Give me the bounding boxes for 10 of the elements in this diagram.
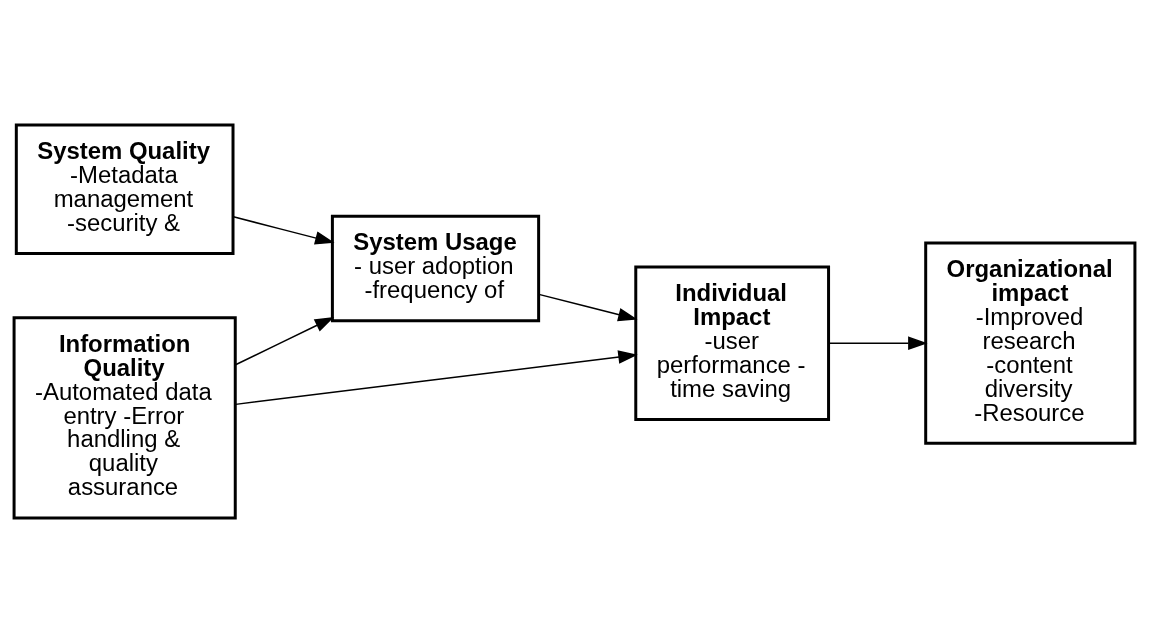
arrow bbox=[232, 215, 335, 245]
node-box: Information Quality -Automated data entry -Error handling & quality assurance bbox=[12, 315, 237, 519]
arrow bbox=[234, 316, 335, 366]
node-box: System Usage - user adoption -frequency of bbox=[330, 214, 541, 322]
arrow bbox=[827, 335, 928, 350]
node-box: Individual Impact -user performance - time saving bbox=[634, 264, 831, 421]
arrow bbox=[234, 349, 638, 405]
node-box: Organizational impact -Improved research -content diversity -Resource bbox=[924, 241, 1137, 445]
node-box: System Quality -Metadata management -security & bbox=[14, 123, 235, 255]
arrow bbox=[538, 293, 638, 321]
